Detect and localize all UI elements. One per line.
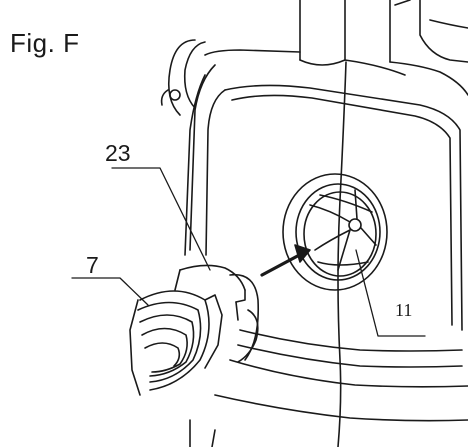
callout-23: 23 — [105, 140, 131, 166]
figure-title: Fig. F — [10, 28, 80, 58]
arrow-icon — [260, 244, 311, 277]
callout-7: 7 — [86, 252, 99, 278]
leader-11 — [355, 249, 426, 337]
leader-lines — [71, 167, 426, 337]
callout-11: 11 — [395, 300, 413, 320]
leader-7 — [71, 277, 149, 306]
left-boss — [160, 39, 206, 116]
vent-cap — [282, 173, 388, 291]
hose-connector — [174, 264, 260, 363]
leader-23 — [111, 167, 211, 271]
lower-band — [189, 329, 468, 447]
housing-outline — [184, 49, 468, 331]
top-duct — [299, 0, 468, 66]
corrugated-hose — [129, 290, 223, 396]
